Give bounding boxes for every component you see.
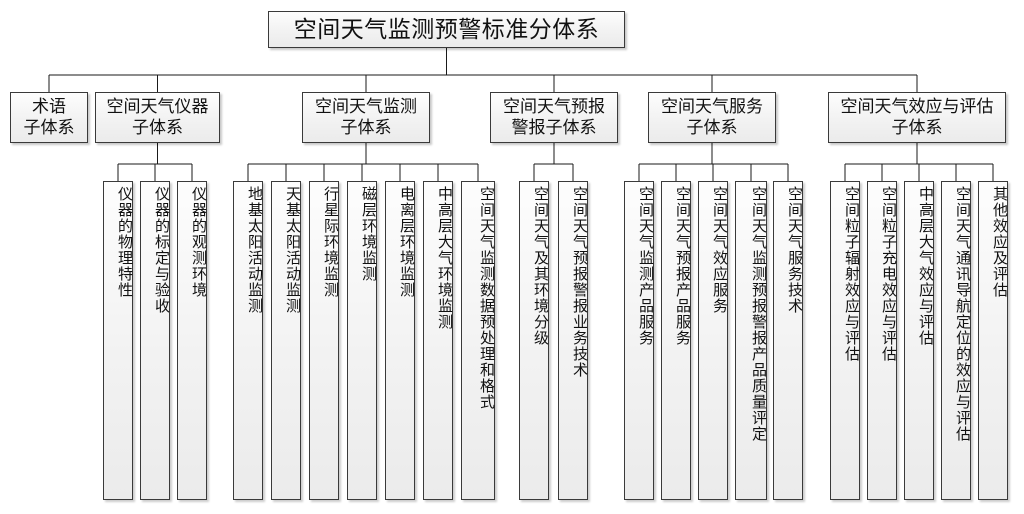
branch-node-label: 空间天气效应与评估子体系 <box>840 97 994 137</box>
branch-node-terminology[interactable]: 术语子体系 <box>10 92 88 143</box>
leaf-node[interactable]: 地基太阳活动监测 <box>233 181 263 500</box>
leaf-node[interactable]: 中高层大气环境监测 <box>423 181 453 500</box>
branch-node-label: 空间天气预报警报子体系 <box>503 97 605 137</box>
leaf-node-label: 空间天气服务技术 <box>786 186 803 314</box>
branch-node-forecast[interactable]: 空间天气预报警报子体系 <box>490 92 618 143</box>
root-node[interactable]: 空间天气监测预警标准分体系 <box>268 11 625 48</box>
leaf-node-label: 空间天气监测预报警报产品质量评定 <box>750 186 767 442</box>
leaf-node-label: 其他效应及评估 <box>991 186 1008 298</box>
leaf-node[interactable]: 空间天气服务技术 <box>773 181 803 500</box>
leaf-node[interactable]: 其他效应及评估 <box>978 181 1008 500</box>
leaf-node[interactable]: 天基太阳活动监测 <box>271 181 301 500</box>
branch-node-effects[interactable]: 空间天气效应与评估子体系 <box>828 92 1006 143</box>
leaf-node[interactable]: 空间天气通讯导航定位的效应与评估 <box>941 181 971 500</box>
branch-node-monitoring[interactable]: 空间天气监测子体系 <box>302 92 430 143</box>
leaf-node[interactable]: 仪器的标定与验收 <box>140 181 170 500</box>
leaf-node-label: 空间天气预报警报业务技术 <box>571 186 588 378</box>
leaf-node-label: 中高层大气环境监测 <box>436 186 453 330</box>
leaf-node[interactable]: 中高层大气效应与评估 <box>904 181 934 500</box>
leaf-node-label: 空间天气监测数据预处理和格式 <box>478 186 495 410</box>
leaf-node[interactable]: 空间天气效应服务 <box>698 181 728 500</box>
leaf-node-label: 空间粒子辐射效应与评估 <box>843 186 860 362</box>
leaf-node-label: 地基太阳活动监测 <box>246 186 263 314</box>
leaf-node-label: 中高层大气效应与评估 <box>917 186 934 346</box>
leaf-node[interactable]: 电离层环境监测 <box>385 181 415 500</box>
leaf-node[interactable]: 磁层环境监测 <box>347 181 377 500</box>
leaf-node[interactable]: 空间天气监测产品服务 <box>624 181 654 500</box>
leaf-node-label: 仪器的观测环境 <box>190 186 207 298</box>
branch-node-label: 空间天气仪器子体系 <box>106 97 209 137</box>
leaf-node[interactable]: 空间天气监测数据预处理和格式 <box>461 181 495 500</box>
leaf-node-label: 空间天气预报产品服务 <box>674 186 691 346</box>
leaf-node[interactable]: 仪器的观测环境 <box>177 181 207 500</box>
leaf-node-label: 仪器的标定与验收 <box>153 186 170 314</box>
leaf-node-label: 磁层环境监测 <box>360 186 377 282</box>
branch-node-instrument[interactable]: 空间天气仪器子体系 <box>95 92 220 143</box>
branch-node-service[interactable]: 空间天气服务子体系 <box>648 92 776 143</box>
leaf-node-label: 行星际环境监测 <box>322 186 339 298</box>
root-node-label: 空间天气监测预警标准分体系 <box>293 15 600 42</box>
leaf-node[interactable]: 空间天气监测预报警报产品质量评定 <box>735 181 767 500</box>
leaf-node[interactable]: 空间天气预报警报业务技术 <box>558 181 588 500</box>
leaf-node-label: 空间天气监测产品服务 <box>637 186 654 346</box>
leaf-node[interactable]: 仪器的物理特性 <box>103 181 133 500</box>
branch-node-label: 空间天气服务子体系 <box>661 97 763 137</box>
leaf-node-label: 空间粒子充电效应与评估 <box>880 186 897 362</box>
leaf-node-label: 空间天气及其环境分级 <box>532 186 549 346</box>
leaf-node[interactable]: 空间粒子辐射效应与评估 <box>830 181 860 500</box>
leaf-node[interactable]: 空间天气预报产品服务 <box>661 181 691 500</box>
branch-node-label: 术语子体系 <box>23 97 75 137</box>
leaf-node[interactable]: 空间粒子充电效应与评估 <box>867 181 897 500</box>
leaf-node-label: 空间天气通讯导航定位的效应与评估 <box>954 186 971 442</box>
leaf-node[interactable]: 空间天气及其环境分级 <box>519 181 549 500</box>
branch-node-label: 空间天气监测子体系 <box>315 97 417 137</box>
leaf-node-label: 电离层环境监测 <box>398 186 415 298</box>
leaf-node[interactable]: 行星际环境监测 <box>309 181 339 500</box>
leaf-node-label: 天基太阳活动监测 <box>284 186 301 314</box>
leaf-node-label: 仪器的物理特性 <box>116 186 133 298</box>
leaf-node-label: 空间天气效应服务 <box>711 186 728 314</box>
